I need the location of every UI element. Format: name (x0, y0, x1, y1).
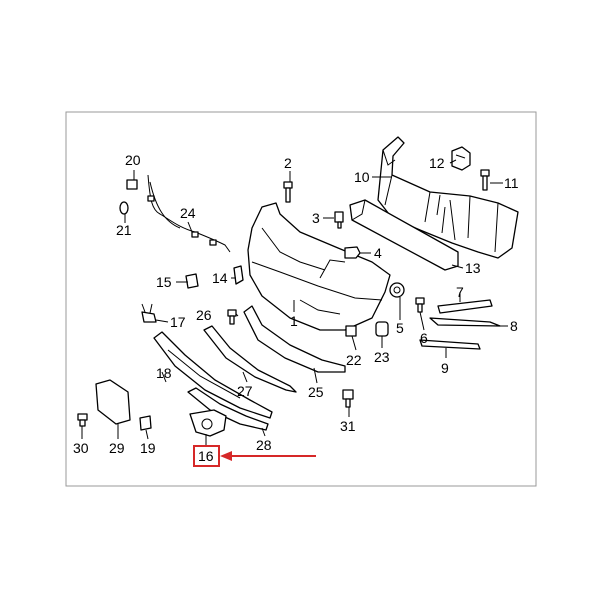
callout-3: 3 (312, 210, 320, 226)
part-29-plate-bracket[interactable] (95, 379, 131, 425)
callout-18: 18 (156, 365, 172, 381)
part-31-bolt[interactable] (342, 389, 354, 408)
part-7-strip[interactable] (437, 299, 493, 314)
highlight-arrow-head (220, 451, 232, 461)
part-9-strip[interactable] (419, 339, 481, 350)
diagram-frame (65, 111, 537, 487)
part-30-screw[interactable] (77, 413, 88, 427)
part-3-bolt[interactable] (334, 211, 344, 229)
part-25-spoiler[interactable] (243, 305, 346, 373)
part-14-bracket[interactable] (233, 265, 244, 285)
callout-11: 11 (504, 175, 519, 191)
callout-1: 1 (290, 313, 298, 329)
callout-21: 21 (116, 222, 132, 238)
leader-lines (81, 159, 508, 445)
callout-12: 12 (429, 155, 445, 171)
part-12-bracket[interactable] (451, 146, 471, 171)
part-2-clip[interactable] (283, 181, 293, 203)
callout-8: 8 (510, 318, 518, 334)
part-11-bolt[interactable] (480, 169, 490, 191)
part-17-sensor[interactable] (141, 303, 157, 323)
callout-25: 25 (308, 384, 324, 400)
part-10-reinforcement[interactable] (377, 136, 519, 259)
part-23-plug[interactable] (375, 321, 389, 337)
callout-23: 23 (374, 349, 390, 365)
callout-27: 27 (237, 383, 253, 399)
callout-31: 31 (340, 418, 356, 434)
part-5-socket[interactable] (389, 282, 405, 298)
part-6-screw[interactable] (415, 297, 425, 313)
callout-17: 17 (170, 314, 186, 330)
callout-24: 24 (180, 205, 196, 221)
callout-28: 28 (256, 437, 272, 453)
highlight-box (193, 445, 220, 467)
callout-29: 29 (109, 440, 125, 456)
callout-22: 22 (346, 352, 362, 368)
callout-15: 15 (156, 274, 172, 290)
part-27-grille[interactable] (203, 325, 297, 393)
callout-26: 26 (196, 307, 212, 323)
callout-4: 4 (374, 245, 382, 261)
part-21-sensor[interactable] (119, 201, 129, 215)
callout-20: 20 (125, 152, 141, 168)
part-1-bumper-cover[interactable] (247, 202, 391, 331)
callout-9: 9 (441, 360, 449, 376)
callout-labels: 2 3 4 5 6 7 8 9 10 11 12 13 14 15 16 17 … (73, 152, 519, 464)
callout-10: 10 (354, 169, 370, 185)
part-18-grille[interactable] (153, 331, 273, 419)
callout-5: 5 (396, 320, 404, 336)
part-15-bracket[interactable] (185, 273, 199, 289)
callout-2: 2 (284, 155, 292, 171)
callout-14: 14 (212, 270, 228, 286)
callout-6: 6 (420, 330, 428, 346)
part-24-harness[interactable] (147, 174, 231, 253)
highlight-16 (193, 445, 316, 467)
part-16-cover[interactable] (189, 409, 227, 437)
callout-16: 16 (198, 448, 214, 464)
part-13-bar[interactable] (349, 199, 459, 271)
part-26-clip[interactable] (227, 309, 237, 325)
callout-30: 30 (73, 440, 89, 456)
part-4-nut[interactable] (344, 246, 361, 259)
part-22-clip[interactable] (345, 325, 357, 337)
callout-19: 19 (140, 440, 156, 456)
part-8-strip[interactable] (429, 317, 501, 327)
part-20-connector[interactable] (126, 179, 138, 190)
part-19-clip[interactable] (139, 415, 152, 431)
callout-13: 13 (465, 260, 481, 276)
callout-7: 7 (456, 284, 464, 300)
